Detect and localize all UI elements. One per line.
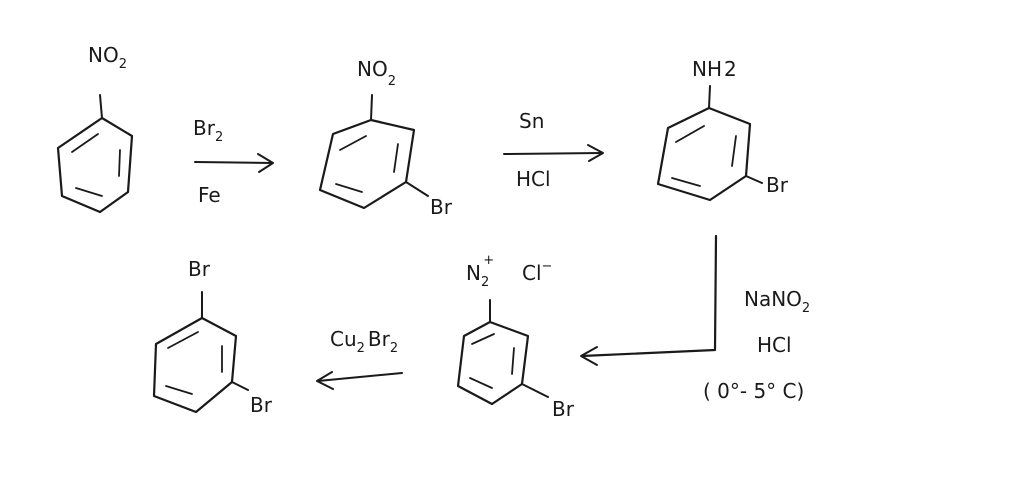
ring-double-bond: [118, 149, 121, 177]
compound-dibromobenzene: Br Br: [152, 257, 273, 417]
ring-double-bond: [471, 333, 495, 345]
bromo-label: Br: [766, 173, 789, 197]
benzene-ring: [152, 316, 238, 414]
bond-line: [370, 94, 373, 121]
bromo-label: Br: [430, 195, 453, 219]
chloride-counter-ion: Cl−: [522, 259, 552, 285]
compound-bromonitrobenzene: NO2 Br: [318, 57, 453, 219]
reaction-temperature: ( 0°- 5° C): [703, 379, 804, 403]
reaction-arrow: [503, 152, 603, 155]
reaction-arrow: [194, 161, 273, 164]
ring-double-bond: [393, 143, 399, 173]
reagent-hcl: HCl: [757, 333, 792, 357]
benzene-ring: [456, 320, 530, 406]
step-reduction: Sn HCl: [503, 109, 604, 191]
ring-double-bond: [511, 347, 515, 375]
reagent-fe: Fe: [198, 183, 221, 207]
arrowhead: [257, 153, 274, 173]
ring-double-bond: [675, 125, 705, 143]
diazonium-group-label: N2+: [466, 253, 494, 290]
ring-double-bond: [167, 331, 199, 349]
benzene-ring: [656, 106, 752, 202]
nitro-group-label: NO2: [357, 57, 396, 89]
bond-line: [405, 181, 429, 197]
benzene-ring: [56, 116, 134, 214]
bond-line: [708, 85, 711, 109]
reaction-arrow: [580, 234, 718, 358]
bromo-top-label: Br: [188, 257, 211, 281]
compound-diazonium-salt: N2+ Cl− Br: [456, 253, 575, 421]
bond-line: [231, 381, 249, 391]
ring-double-bond: [75, 187, 103, 197]
compound-nitrobenzene: NO2: [56, 43, 134, 214]
arrowhead: [580, 346, 598, 366]
reagent-br2: Br2: [193, 116, 223, 145]
ring-double-bond: [731, 135, 737, 167]
bond-line: [521, 383, 549, 398]
step-diazotization: NaNO2 HCl ( 0°- 5° C): [580, 234, 810, 403]
bromo-label: Br: [552, 397, 575, 421]
reagent-sn: Sn: [519, 109, 544, 133]
ring-double-bond: [165, 385, 193, 395]
reagent-nano2: NaNO2: [744, 287, 810, 316]
ring-double-bond: [671, 177, 701, 187]
ring-double-bond: [339, 135, 367, 151]
bond-line: [745, 175, 763, 184]
nitro-group-label: NO2: [88, 43, 127, 72]
arrowhead: [316, 371, 334, 390]
benzene-ring: [318, 118, 416, 210]
reagent-hcl: HCl: [516, 167, 551, 191]
ring-double-bond: [71, 133, 99, 153]
bond-line: [99, 94, 103, 119]
ring-double-bond: [335, 183, 363, 193]
ring-double-bond: [469, 377, 493, 389]
step-bromination: Br2 Fe: [193, 116, 274, 207]
reaction-arrow: [317, 372, 403, 382]
bromo-label: Br: [250, 393, 273, 417]
arrowhead: [587, 144, 604, 162]
